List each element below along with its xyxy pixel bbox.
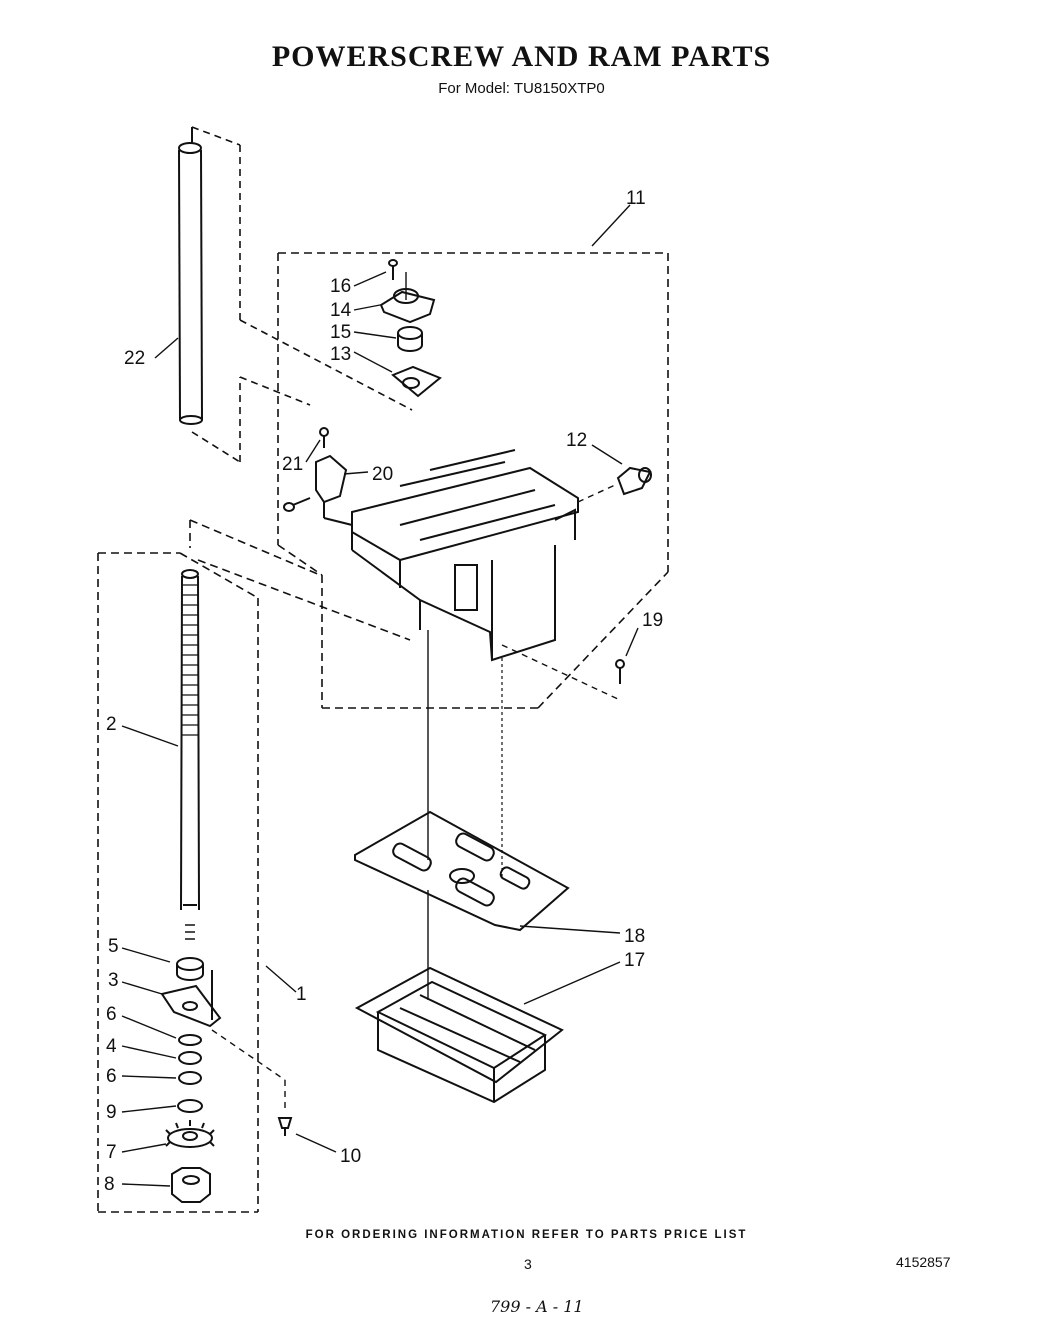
part-4-washer: [178, 1051, 202, 1065]
ram-housing: [351, 449, 579, 662]
handwritten-code: 799 - A - 11: [490, 1297, 584, 1316]
callout-9: 9: [106, 1102, 117, 1123]
callout-4: 4: [106, 1036, 117, 1057]
callout-11: 11: [626, 188, 646, 209]
part-12-switch: [616, 466, 652, 496]
model-subtitle: For Model: TU8150XTP0: [438, 80, 605, 97]
part-18-plate: [354, 810, 570, 932]
callout-19: 19: [642, 610, 663, 631]
part-6-washer-upper: [178, 1034, 202, 1046]
document-number: 4152857: [896, 1254, 951, 1270]
callout-21: 21: [282, 454, 303, 475]
screw-10-guide: [211, 1029, 286, 1081]
part-16-screw: [388, 259, 398, 280]
part-2-powerscrew: [180, 569, 200, 940]
callout-17: 17: [624, 950, 645, 971]
callout-6-upper: 6: [106, 1004, 117, 1025]
part-5-bearing: [176, 957, 204, 981]
ordering-note: FOR ORDERING INFORMATION REFER TO PARTS …: [305, 1229, 748, 1241]
page-title: POWERSCREW AND RAM PARTS: [271, 40, 772, 73]
part-12-guide: [577, 484, 616, 503]
assembly-1-boundary: [97, 519, 411, 1213]
part-10-screw: [277, 1117, 293, 1136]
part-8-nut: [171, 1167, 211, 1203]
callout-16: 16: [330, 276, 351, 297]
callout-6-lower: 6: [106, 1066, 117, 1087]
part-22-tube: [178, 127, 203, 425]
part-17-tray: [354, 966, 564, 1104]
callout-13: 13: [330, 344, 351, 365]
callout-5: 5: [108, 936, 119, 957]
callout-12: 12: [566, 430, 587, 451]
callout-10: 10: [340, 1146, 361, 1167]
callout-18: 18: [624, 926, 645, 947]
callout-20: 20: [372, 464, 393, 485]
part-9-ring: [177, 1099, 203, 1113]
part-14-housing: [379, 288, 436, 324]
screw-19-guide: [501, 644, 621, 701]
callout-14: 14: [330, 300, 352, 321]
page-number: 3: [524, 1256, 532, 1272]
callout-8: 8: [104, 1174, 115, 1195]
part-6-washer-lower: [178, 1071, 202, 1085]
part-3-bracket: [160, 970, 222, 1028]
callout-leaders: [121, 204, 639, 1187]
assembly-11-boundary: [277, 252, 669, 709]
callout-15: 15: [330, 322, 351, 343]
callout-3: 3: [108, 970, 119, 991]
callout-labels: 1 2 3 4 5 6 6 7 8 9 10 11 12 13 14 15 16…: [104, 188, 663, 1195]
part-22-leader-dashes: [191, 126, 413, 463]
part-21-screws: [283, 427, 329, 512]
callout-1: 1: [296, 984, 307, 1005]
part-15-bushing: [397, 326, 423, 352]
part-13-plate: [391, 365, 442, 398]
callout-2: 2: [106, 714, 117, 735]
callout-7: 7: [106, 1142, 117, 1163]
part-19-screw: [615, 659, 625, 684]
callout-22: 22: [124, 348, 145, 369]
part-20-bracket: [315, 454, 353, 526]
part-7-sprocket: [165, 1120, 215, 1148]
